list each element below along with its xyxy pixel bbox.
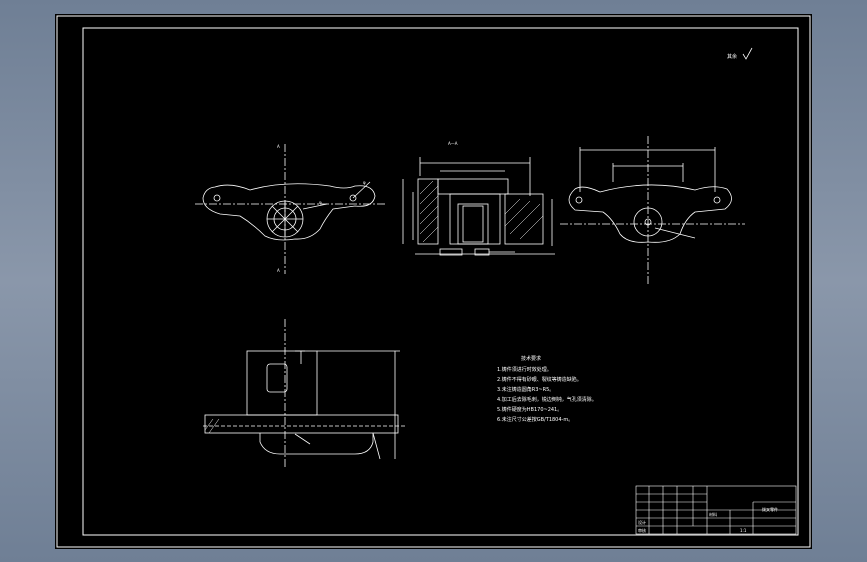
svg-text:φ: φ (363, 180, 366, 185)
svg-text:φ: φ (319, 200, 322, 205)
tech-req-item: 3.未注铸造圆角R3~R5。 (497, 386, 554, 393)
section-hatching (419, 180, 544, 243)
section-label: A—A (448, 141, 458, 146)
bottom-view (203, 319, 405, 469)
svg-text:A: A (277, 268, 280, 273)
drawn-label: 设计 (638, 519, 646, 525)
svg-text:A: A (277, 144, 280, 149)
title-block: 拨叉零件 1:1 材料 设计 审核 (635, 485, 797, 535)
tech-req-item: 4.加工后去除毛刺，锐边倒钝，气孔须清除。 (497, 396, 597, 403)
tech-req-item: 2.铸件不得有砂眼、裂纹等铸造缺陷。 (497, 376, 582, 383)
side-view (560, 136, 745, 284)
checked-label: 审核 (638, 527, 646, 533)
material-label: 材料 (709, 511, 717, 517)
surface-mark-text: 其余 (727, 53, 737, 60)
outer-frame (56, 15, 811, 548)
tech-req-title: 技术要求 (521, 355, 541, 362)
cad-drawing: 其余 A A φ φ A—A (56, 15, 811, 548)
part-name: 拨叉零件 (762, 506, 778, 512)
scale-value: 1:1 (740, 528, 747, 533)
bottom-hatching (204, 418, 220, 434)
check-icon (742, 47, 753, 60)
section-view: A—A (402, 141, 555, 256)
tech-req-item: 5.铸件硬度为HB170~241。 (497, 406, 562, 413)
tech-req-item: 6.未注尺寸公差按GB/T1804-m。 (497, 416, 573, 423)
front-view: A A φ φ (195, 144, 385, 274)
tech-req-item: 1.铸件须进行时效处理。 (497, 366, 552, 373)
drawing-sheet: 其余 A A φ φ A—A (55, 14, 812, 549)
inner-frame (82, 27, 799, 536)
surface-roughness-mark: 其余 (727, 47, 753, 60)
technical-requirements: 技术要求 1.铸件须进行时效处理。 2.铸件不得有砂眼、裂纹等铸造缺陷。 3.未… (497, 355, 597, 423)
